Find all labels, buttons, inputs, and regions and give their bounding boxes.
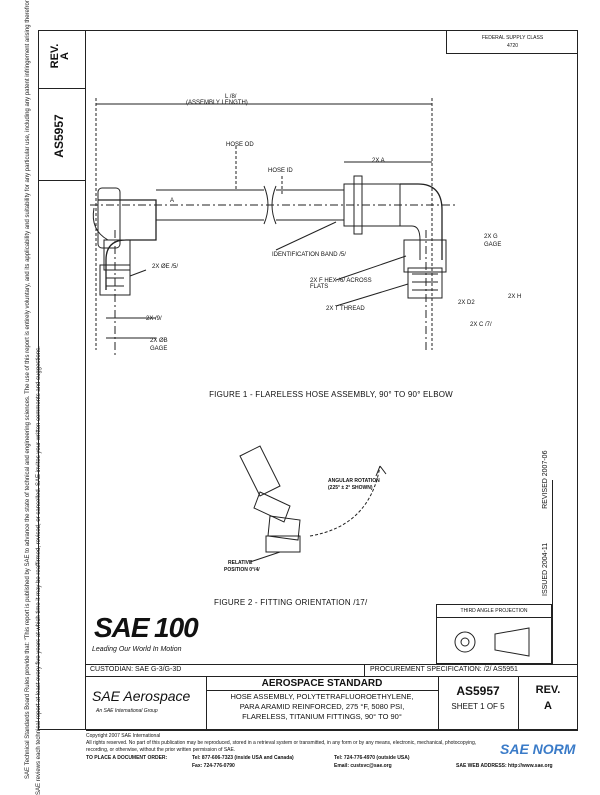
sae-logo-text: SAE	[94, 612, 150, 643]
aero-sub: An SAE International Group	[96, 708, 158, 714]
title-doc-number: AS5957	[456, 684, 500, 698]
supply-class-label: FEDERAL SUPPLY CLASS	[481, 35, 544, 41]
figure-2-drawing	[239, 445, 387, 563]
footer-rights-2: recording, or otherwise, without the pri…	[86, 747, 236, 753]
label-relative: RELATIVE	[228, 560, 253, 566]
title-rev-value: A	[544, 700, 552, 712]
label-hose-id: HOSE ID	[268, 168, 293, 174]
side-panel	[38, 30, 86, 730]
standard-description: HOSE ASSEMBLY, POLYTETRAFLUOROETHYLENE, …	[206, 692, 438, 722]
label-dia-b: 2X ØB	[150, 338, 168, 344]
hundred-logo-text: 100	[154, 612, 199, 643]
drawing-frame	[38, 30, 578, 730]
title-rev-label: REV.	[535, 684, 561, 696]
footer-copyright: Copyright 2007 SAE International	[86, 733, 161, 739]
figure-1-caption: FIGURE 1 - FLARELESS HOSE ASSEMBLY, 90° …	[209, 390, 453, 399]
projection-symbol	[454, 627, 530, 657]
label-a-mark: A	[170, 198, 175, 204]
label-thread: 2X T THREAD	[326, 306, 365, 312]
sheet-number: SHEET 1 OF 5	[451, 702, 505, 711]
logo-tagline: Leading Our World In Motion	[92, 646, 182, 653]
label-position: POSITION 0°/4/	[224, 567, 260, 573]
label-hex: 2X F HEX /6/ ACROSS FLATS	[310, 278, 372, 290]
footer-order: TO PLACE A DOCUMENT ORDER:	[86, 755, 168, 761]
desc-line-2: PARA ARAMID REINFORCED, 275 °F, 5080 PSI…	[239, 702, 405, 711]
tb-line	[86, 664, 578, 665]
fitting-upper	[239, 445, 281, 497]
footer-rights: All rights reserved. No part of this pub…	[86, 740, 477, 746]
label-2x-g: 2X G	[484, 234, 498, 240]
label-gage-b: GAGE	[150, 346, 168, 352]
tb-vline	[206, 676, 207, 730]
label-h: 2X H	[508, 294, 522, 300]
sae-100-logo: SAE 100 Leading Our World In Motion	[92, 612, 232, 658]
footer-tel-2: Tel: 724-776-4970 (outside USA)	[334, 755, 410, 761]
supply-class-value: 4720	[506, 43, 519, 49]
footer-web[interactable]: SAE WEB ADDRESS: http://www.sae.org	[456, 763, 553, 769]
label-2x-a: 2X A	[372, 158, 385, 164]
figure-1-drawing	[90, 98, 456, 356]
tb-vline	[364, 664, 365, 676]
footer-tel-1: Tel: 877-606-7323 (inside USA and Canada…	[192, 755, 294, 761]
side-note-2: SAE reviews each technical report at lea…	[36, 346, 42, 795]
fitting-lower	[267, 515, 301, 541]
dates-divider	[552, 480, 553, 664]
third-angle-box: THIRD ANGLE PROJECTION	[436, 604, 552, 664]
label-b7: 2X /9/	[146, 316, 162, 322]
desc-line-1: HOSE ASSEMBLY, POLYTETRAFLUOROETHYLENE,	[230, 692, 414, 701]
third-angle-label: THIRD ANGLE PROJECTION	[437, 605, 551, 618]
right-hex	[403, 239, 447, 273]
sae-aerospace-brand: SAE Aerospace	[92, 688, 190, 704]
label-id-band: IDENTIFICATION BAND /5/	[272, 252, 346, 258]
custodian: CUSTODIAN: SAE G-3/G-3D	[90, 666, 182, 673]
revised-date: REVISED 2007-06	[542, 450, 549, 509]
footer-fax: Fax: 724-776-0790	[192, 763, 235, 769]
figure-2-caption: FIGURE 2 - FITTING ORIENTATION /17/	[214, 598, 368, 607]
side-doc-number: AS5957	[52, 114, 66, 158]
label-angular-rotation: ANGULAR ROTATION	[328, 478, 380, 484]
side-rev-value: A	[59, 52, 71, 60]
left-elbow-body	[97, 187, 121, 249]
label-hose-od: HOSE OD	[226, 142, 254, 148]
side-rev: REV. A	[49, 32, 71, 80]
supply-class-box: FEDERAL SUPPLY CLASS 4720	[446, 30, 578, 54]
aero-brand-text: SAE Aerospace	[92, 688, 191, 704]
label-dia-e: 2X ØE /5/	[152, 264, 179, 270]
label-d2: 2X D2	[458, 300, 475, 306]
label-c: 2X C /7/	[470, 322, 492, 328]
tb-vline	[438, 676, 439, 730]
label-length: L /8/	[225, 94, 237, 100]
tb-line	[86, 730, 578, 731]
side-divider	[38, 88, 86, 89]
aerospace-standard-title: AEROSPACE STANDARD	[261, 678, 383, 689]
procurement-spec: PROCUREMENT SPECIFICATION: /2/ AS5951	[370, 666, 518, 673]
tb-vline	[518, 676, 519, 730]
label-gage: GAGE	[484, 242, 502, 248]
right-fitting-nut	[407, 267, 443, 299]
footer-email: Email: custsvc@sae.org	[334, 763, 392, 769]
tb-line	[86, 676, 578, 677]
label-angular-shown: (225° ± 2° SHOWN)	[328, 485, 373, 491]
issued-date: ISSUED 2004-11	[542, 542, 549, 596]
footer-legal: Copyright 2007 SAE International All rig…	[86, 733, 586, 754]
side-divider	[38, 180, 86, 181]
label-assembly-length: (ASSEMBLY LENGTH)	[186, 100, 248, 106]
sae-norm-watermark: SAE NORM	[500, 741, 576, 757]
tb-line	[206, 690, 438, 691]
desc-line-3: FLARELESS, TITANIUM FITTINGS, 90° TO 90°	[242, 712, 402, 721]
